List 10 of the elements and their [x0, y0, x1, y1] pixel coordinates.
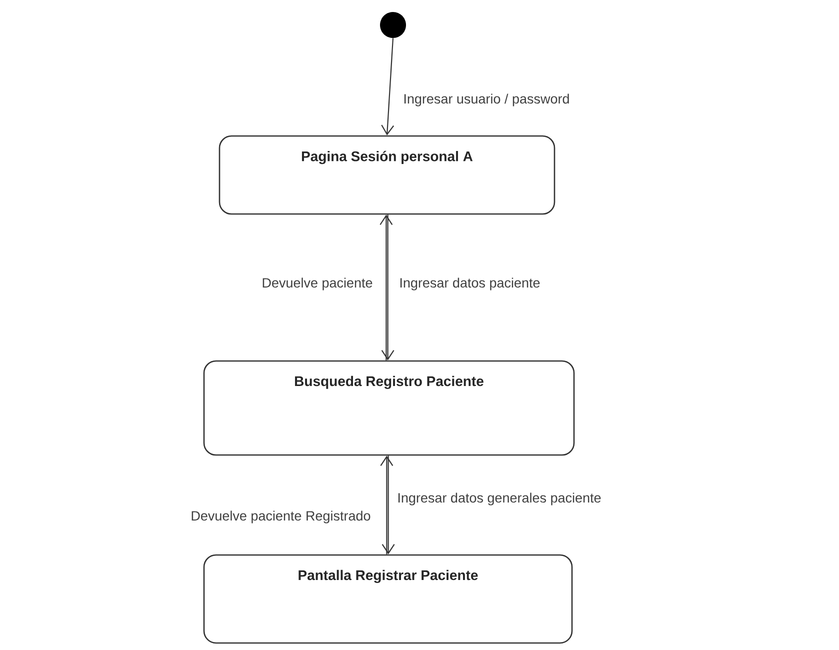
arrow	[381, 38, 394, 136]
state-box: Busqueda Registro Paciente	[203, 360, 575, 456]
edge-label: Devuelve paciente	[260, 276, 374, 292]
edge-label: Devuelve paciente Registrado	[190, 510, 372, 524]
initial-state	[380, 12, 406, 38]
edge-label: Ingresar usuario / password	[402, 92, 571, 108]
edge-label: Ingresar datos generales paciente	[396, 492, 602, 506]
state-box: Pagina Sesión personal A	[218, 135, 556, 215]
edge-label: Ingresar datos paciente	[398, 276, 542, 292]
state-box: Pantalla Registrar Paciente	[203, 554, 573, 644]
